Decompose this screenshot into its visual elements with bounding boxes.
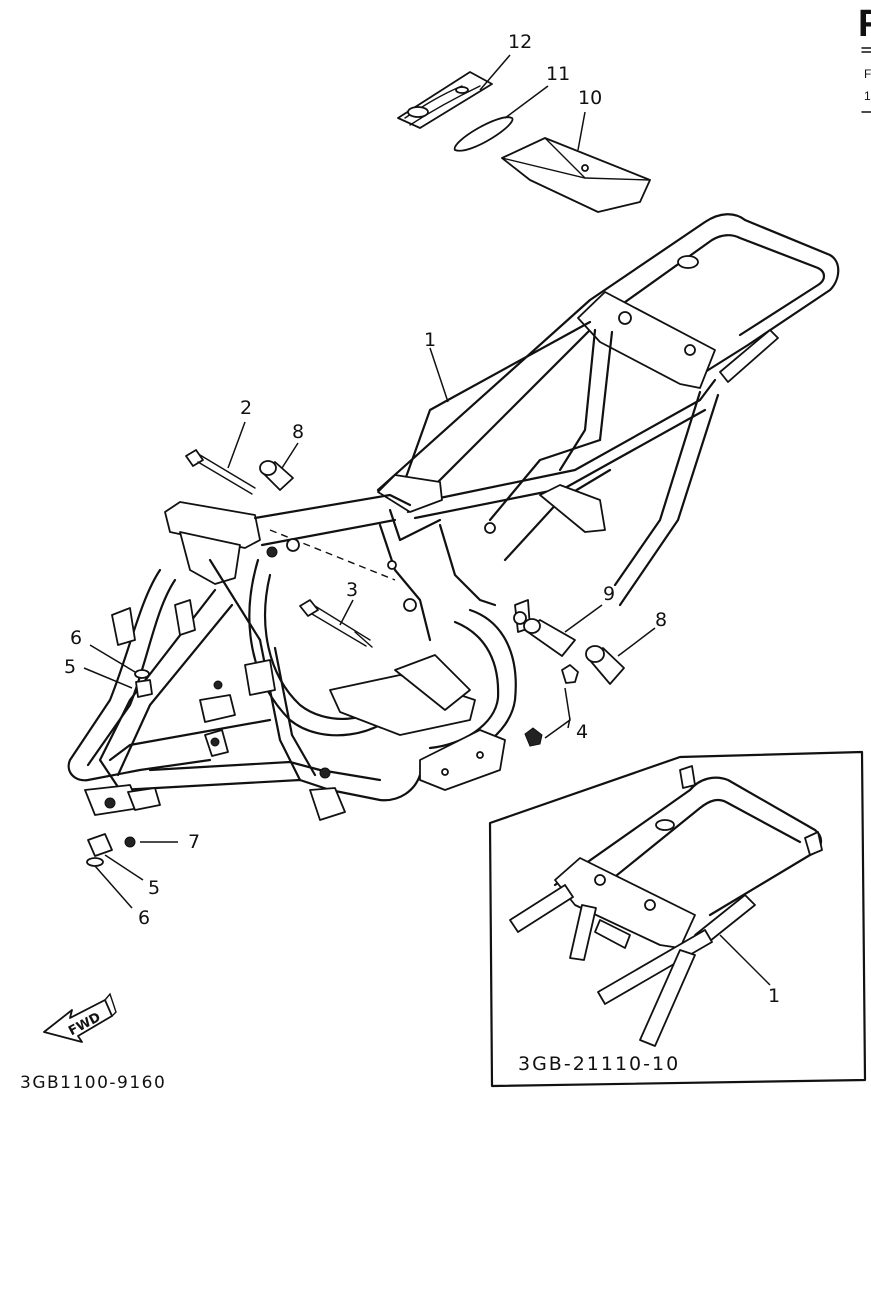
inset-rear-frame: 1 3GB-21110-10 — [488, 750, 867, 1088]
callout-10: 10 — [578, 87, 602, 109]
callout-3: 3 — [346, 579, 358, 601]
part-11-band — [454, 116, 514, 152]
callout-6-lower: 6 — [138, 907, 150, 929]
corner-line-1: F — [864, 67, 871, 81]
part-7-bolt — [124, 836, 136, 848]
callout-6-upper: 6 — [70, 627, 82, 649]
inset-part-code: 3GB-21110-10 — [518, 1053, 680, 1075]
callout-4: 4 — [576, 721, 588, 743]
part-5-6-hardware-upper — [134, 669, 153, 698]
callout-11: 11 — [546, 63, 570, 85]
part-8-collar-right — [585, 645, 625, 685]
callout-8-right: 8 — [655, 609, 667, 631]
diagram-code: 3GB1100-9160 — [20, 1073, 166, 1093]
part-3-bolt — [299, 599, 373, 648]
inset-callout-1: 1 — [768, 985, 780, 1007]
callout-5-upper: 5 — [64, 656, 76, 678]
corner-letter: F — [858, 3, 871, 45]
part-12-bracket — [397, 71, 493, 129]
callout-2: 2 — [240, 397, 252, 419]
callout-8-upper: 8 — [292, 421, 304, 443]
part-5-6-hardware-lower — [86, 833, 113, 867]
callout-1: 1 — [424, 329, 436, 351]
part-9-collar — [523, 618, 576, 657]
part-4-nuts — [524, 664, 579, 747]
callout-labels: 12 11 10 1 2 8 3 9 8 6 5 4 7 5 6 — [64, 31, 667, 929]
page-corner-header: F F 1 — [858, 3, 871, 113]
callout-9: 9 — [603, 583, 615, 605]
callout-7: 7 — [188, 831, 200, 853]
corner-line-2: 1 — [864, 89, 871, 103]
main-frame — [67, 213, 840, 821]
part-10-pouch — [501, 137, 651, 213]
fwd-arrow: FWD — [43, 992, 117, 1043]
leader-lines — [83, 54, 656, 909]
callout-12: 12 — [508, 31, 532, 53]
part-2-bolt — [185, 449, 256, 495]
callout-5-lower: 5 — [148, 877, 160, 899]
part-8-collar-upper — [259, 460, 294, 491]
